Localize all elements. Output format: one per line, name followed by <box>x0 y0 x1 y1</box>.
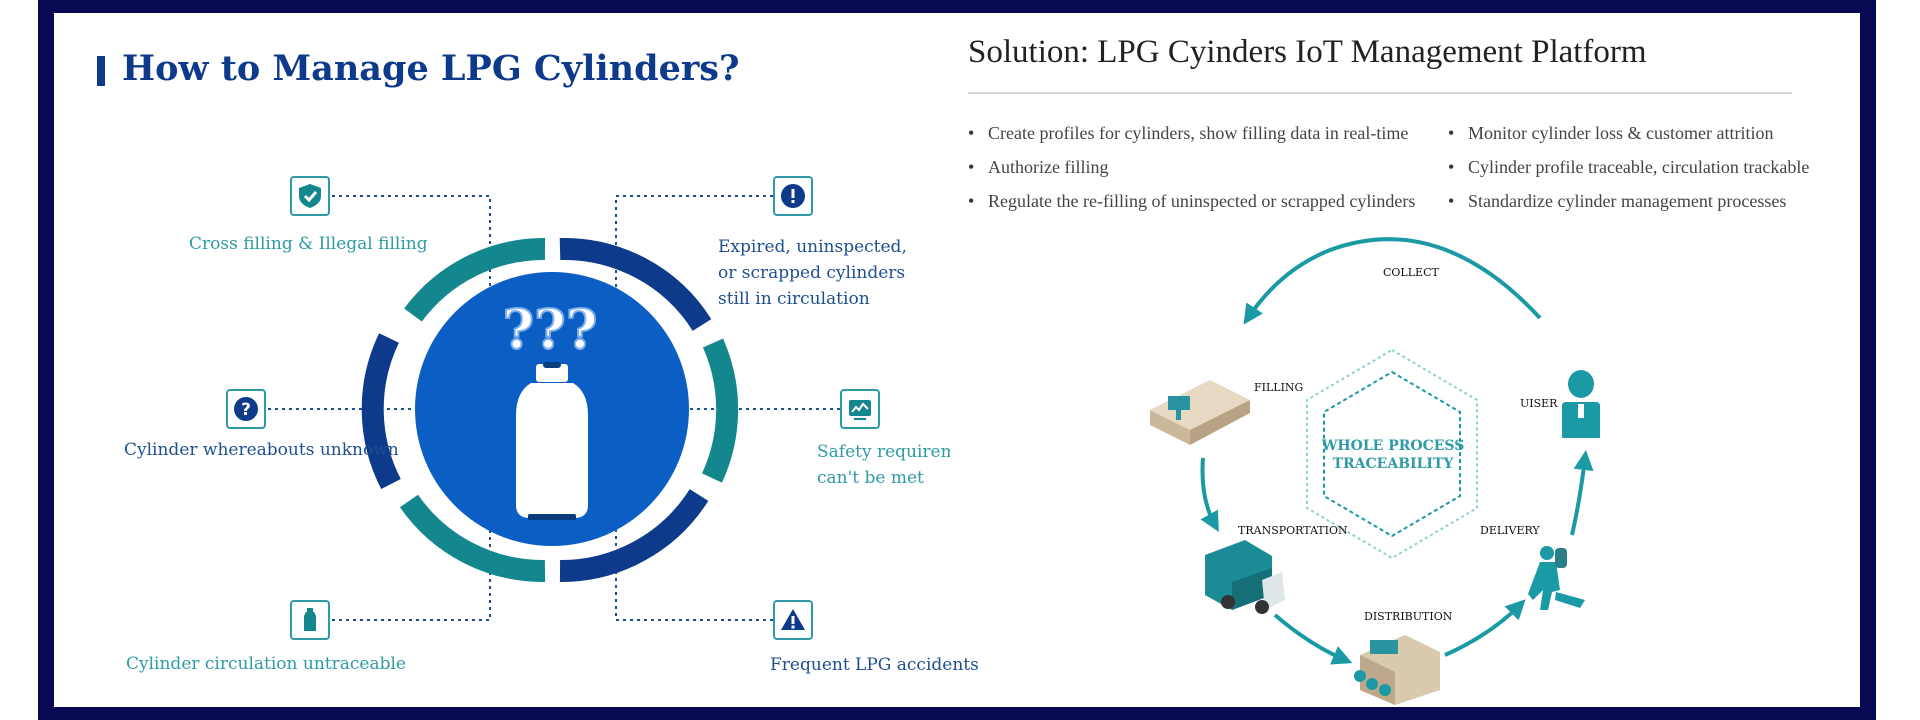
label-expired-line-3: still in circulation <box>718 289 870 309</box>
monitor-chart-icon <box>840 389 880 429</box>
frame-border-right <box>1860 0 1876 720</box>
cycle-label-collect: COLLECT <box>1383 266 1439 279</box>
frame-border-top <box>38 0 1876 13</box>
bullet-item: Regulate the re-filling of uninspected o… <box>968 190 1415 212</box>
bullet-item: Monitor cylinder loss & customer attriti… <box>1448 122 1809 144</box>
label-cross-filling: Cross filling & Illegal filling <box>189 234 428 254</box>
frame-border-left <box>38 0 54 720</box>
cycle-label-filling: FILLING <box>1254 381 1304 394</box>
label-safety: Safety requiremen can't be met <box>817 439 950 491</box>
whole-process-line-2: TRACEABILITY <box>1332 456 1454 472</box>
cycle-label-user: UISER <box>1520 397 1558 410</box>
bullet-list-right: Monitor cylinder loss & customer attriti… <box>1448 122 1809 224</box>
ring-seg-top-right <box>559 237 712 332</box>
whole-process-line-1: WHOLE PROCESS <box>1321 438 1465 454</box>
user-icon <box>1562 370 1600 438</box>
label-expired-line-2: or scrapped cylinders <box>718 263 906 283</box>
hexagon-inner <box>1323 370 1461 538</box>
label-accidents: Frequent LPG accidents <box>770 655 979 675</box>
arrow-transport-distribution <box>1273 613 1353 665</box>
filling-station-icon <box>1150 380 1250 445</box>
center-cylinder <box>516 362 588 520</box>
truck-icon <box>1205 540 1285 614</box>
bullet-item: Cylinder profile traceable, circulation … <box>1448 156 1809 178</box>
whole-process-label: WHOLE PROCESS TRACEABILITY <box>1318 437 1468 473</box>
shield-check-icon <box>290 176 330 216</box>
question-icon: ? <box>226 389 266 429</box>
exclamation-icon <box>773 176 813 216</box>
delivery-person-icon <box>1528 546 1585 610</box>
distribution-center-icon <box>1354 635 1440 705</box>
label-expired-line-1: Expired, uninspected, <box>718 237 907 257</box>
bullet-list-left: Create profiles for cylinders, show fill… <box>968 122 1415 224</box>
label-safety-line-2: can't be met <box>817 468 924 488</box>
cylinder-icon <box>290 600 330 640</box>
ring-seg-bottom-left <box>399 494 546 583</box>
svg-text:?: ? <box>241 400 251 420</box>
ring-segments <box>361 237 739 583</box>
title-accent-bar <box>97 56 105 86</box>
label-untraceable: Cylinder circulation untraceable <box>126 654 406 674</box>
ring-seg-bottom-right <box>559 488 709 583</box>
arrow-delivery-user <box>1570 450 1594 536</box>
right-title: Solution: LPG Cyinders IoT Management Pl… <box>968 34 1647 70</box>
arrow-collect <box>1243 237 1542 325</box>
ring-seg-right <box>701 338 739 483</box>
frame-border-bottom <box>38 707 1876 720</box>
cycle-label-transportation: TRANSPORTATION <box>1238 524 1348 537</box>
cycle-label-distribution: DISTRIBUTION <box>1364 610 1453 623</box>
hexagon-outer <box>1306 348 1478 560</box>
cycle-label-delivery: DELIVERY <box>1480 524 1540 537</box>
arrow-filling-transport <box>1200 457 1219 532</box>
bullet-item: Authorize filling <box>968 156 1415 178</box>
arrow-distribution-delivery <box>1444 599 1526 657</box>
label-expired: Expired, uninspected, or scrapped cylind… <box>718 234 907 312</box>
title-divider <box>968 92 1792 94</box>
bullet-item: Create profiles for cylinders, show fill… <box>968 122 1415 144</box>
label-whereabouts: Cylinder whereabouts unknown <box>124 440 399 460</box>
bullet-item: Standardize cylinder management processe… <box>1448 190 1809 212</box>
label-safety-line-1: Safety requiremen <box>817 442 950 462</box>
ring-seg-left <box>361 333 401 490</box>
ring-seg-top-left <box>404 237 546 322</box>
question-marks: ??? <box>503 297 598 361</box>
left-title: How to Manage LPG Cylinders? <box>122 48 740 89</box>
warning-triangle-icon <box>773 600 813 640</box>
